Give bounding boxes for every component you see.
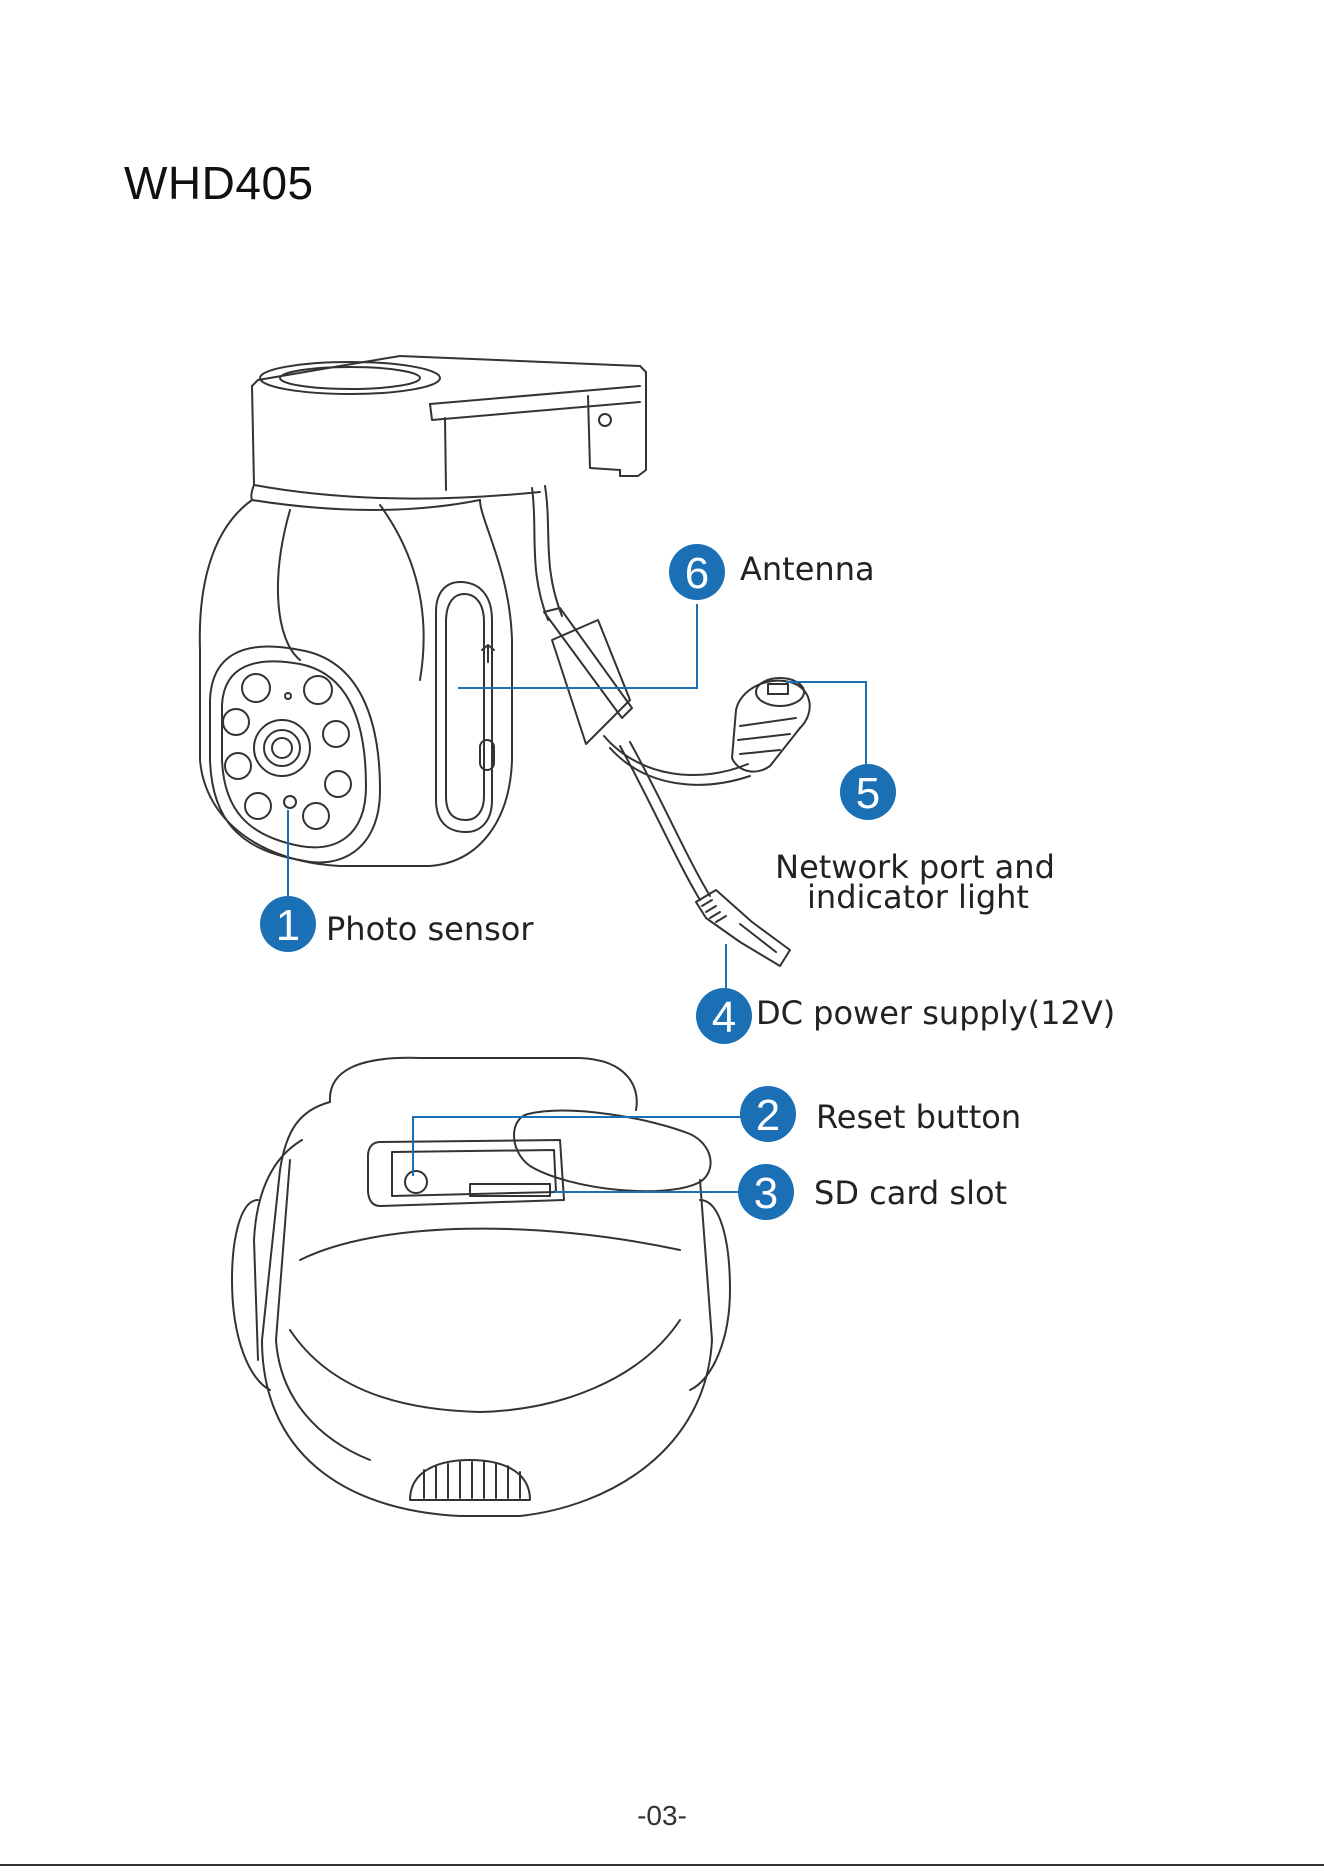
- bottom-rule: [0, 1864, 1324, 1866]
- svg-text:2: 2: [756, 1091, 780, 1140]
- svg-text:4: 4: [712, 993, 736, 1042]
- cables: [532, 486, 750, 900]
- callout-badge-1: 1: [260, 896, 316, 952]
- callout-badge-3: 3: [738, 1164, 794, 1220]
- callout-badge-5: 5: [840, 764, 896, 820]
- dc-connector: [696, 890, 790, 966]
- label-antenna: Antenna: [740, 550, 875, 588]
- callout-badge-4: 4: [696, 988, 752, 1044]
- page-number: -03-: [0, 1800, 1324, 1832]
- svg-text:6: 6: [685, 549, 709, 598]
- callout-badge-6: 6: [669, 544, 725, 600]
- camera-rear: [232, 1058, 730, 1516]
- camera-body: [200, 485, 512, 866]
- label-sd-card-slot: SD card slot: [814, 1174, 1007, 1212]
- label-network-port-line2: indicator light: [807, 878, 1029, 916]
- callout-labels: Photo sensor Reset button SD card slot D…: [326, 550, 1115, 1212]
- network-connector: [732, 678, 810, 772]
- label-dc-power-supply: DC power supply(12V): [756, 994, 1115, 1032]
- label-photo-sensor: Photo sensor: [326, 910, 534, 948]
- svg-text:5: 5: [856, 769, 880, 818]
- antenna: [436, 582, 494, 832]
- mount-bracket: [252, 356, 646, 499]
- svg-text:3: 3: [754, 1169, 778, 1218]
- lens-panel: [210, 647, 380, 863]
- svg-text:1: 1: [276, 901, 300, 950]
- label-reset-button: Reset button: [816, 1098, 1021, 1136]
- callout-badge-2: 2: [740, 1086, 796, 1142]
